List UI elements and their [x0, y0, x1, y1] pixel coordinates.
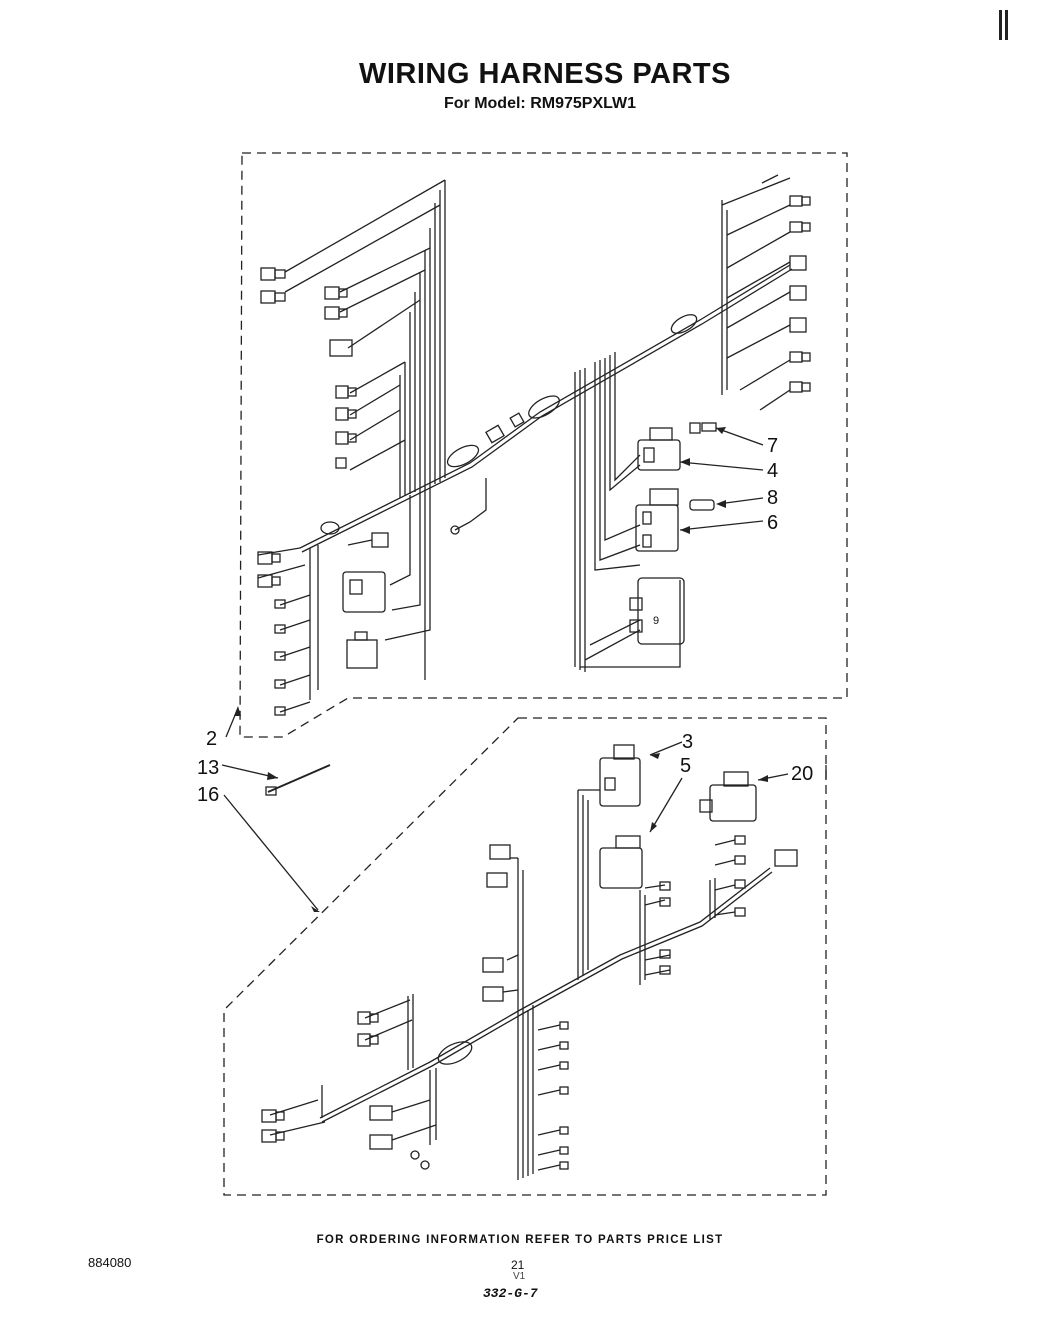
callout-13: 13	[197, 757, 219, 779]
page-mark: V1	[513, 1271, 526, 1282]
connector	[260, 267, 276, 281]
connector	[486, 872, 508, 888]
callout-6: 6	[767, 512, 778, 534]
ordering-note: FOR ORDERING INFORMATION REFER TO PARTS …	[316, 1234, 724, 1246]
part-20	[709, 784, 757, 822]
connector	[789, 221, 803, 233]
connector	[789, 255, 807, 271]
part-7	[689, 422, 701, 434]
connector	[324, 286, 340, 300]
connector	[789, 317, 807, 333]
callout-20: 20	[791, 763, 813, 785]
part-3	[599, 757, 641, 807]
connector	[260, 290, 276, 304]
part-9	[637, 577, 685, 645]
lower-main-trunk	[319, 867, 771, 1119]
document-number: 884080	[88, 1255, 132, 1270]
lower-dashed-group-outline	[223, 717, 827, 1196]
page-edge-mark	[999, 10, 1002, 40]
page-edge-mark	[1005, 10, 1008, 40]
callout-3: 3	[682, 731, 693, 753]
connector	[371, 532, 389, 548]
part-8	[689, 499, 715, 511]
connector	[789, 351, 803, 363]
callout-4: 4	[767, 460, 778, 482]
connector	[369, 1105, 393, 1121]
callout-8: 8	[767, 487, 778, 509]
connector	[261, 1109, 277, 1123]
callout-2: 2	[206, 728, 217, 750]
connector	[335, 407, 349, 421]
connector	[329, 339, 353, 357]
connector	[482, 986, 504, 1002]
connector	[789, 285, 807, 301]
callout-5: 5	[680, 755, 691, 777]
connector	[261, 1129, 277, 1143]
upper-sleeve	[670, 314, 698, 334]
page-number: 21	[511, 1258, 525, 1272]
connector	[369, 1134, 393, 1150]
lower-sleeve	[437, 1041, 473, 1065]
part-6	[635, 504, 679, 552]
callout-7: 7	[767, 435, 778, 457]
model-subtitle: For Model: RM975PXLW1	[443, 95, 637, 112]
upper-sleeve	[528, 395, 560, 419]
upper-sleeve	[446, 444, 480, 468]
callout-9: 9	[653, 615, 659, 627]
connector	[335, 457, 347, 469]
upper-dashed-group-outline	[239, 152, 848, 738]
connector	[489, 844, 511, 860]
upper-sleeve	[320, 521, 340, 535]
connector	[357, 1033, 371, 1047]
connector	[774, 849, 798, 867]
part-13	[267, 764, 331, 793]
connector	[789, 195, 803, 207]
callout-16: 16	[197, 784, 219, 806]
upper-main-trunk	[299, 264, 791, 549]
catalog-code: 332-G-7	[483, 1286, 538, 1301]
connector	[357, 1011, 371, 1025]
connector	[482, 957, 504, 973]
module	[346, 639, 378, 669]
connector	[324, 306, 340, 320]
part-5	[599, 847, 643, 889]
module	[342, 571, 386, 613]
connector	[335, 431, 349, 445]
connector	[789, 381, 803, 393]
page-title: WIRING HARNESS PARTS	[359, 58, 731, 90]
connector	[335, 385, 349, 399]
